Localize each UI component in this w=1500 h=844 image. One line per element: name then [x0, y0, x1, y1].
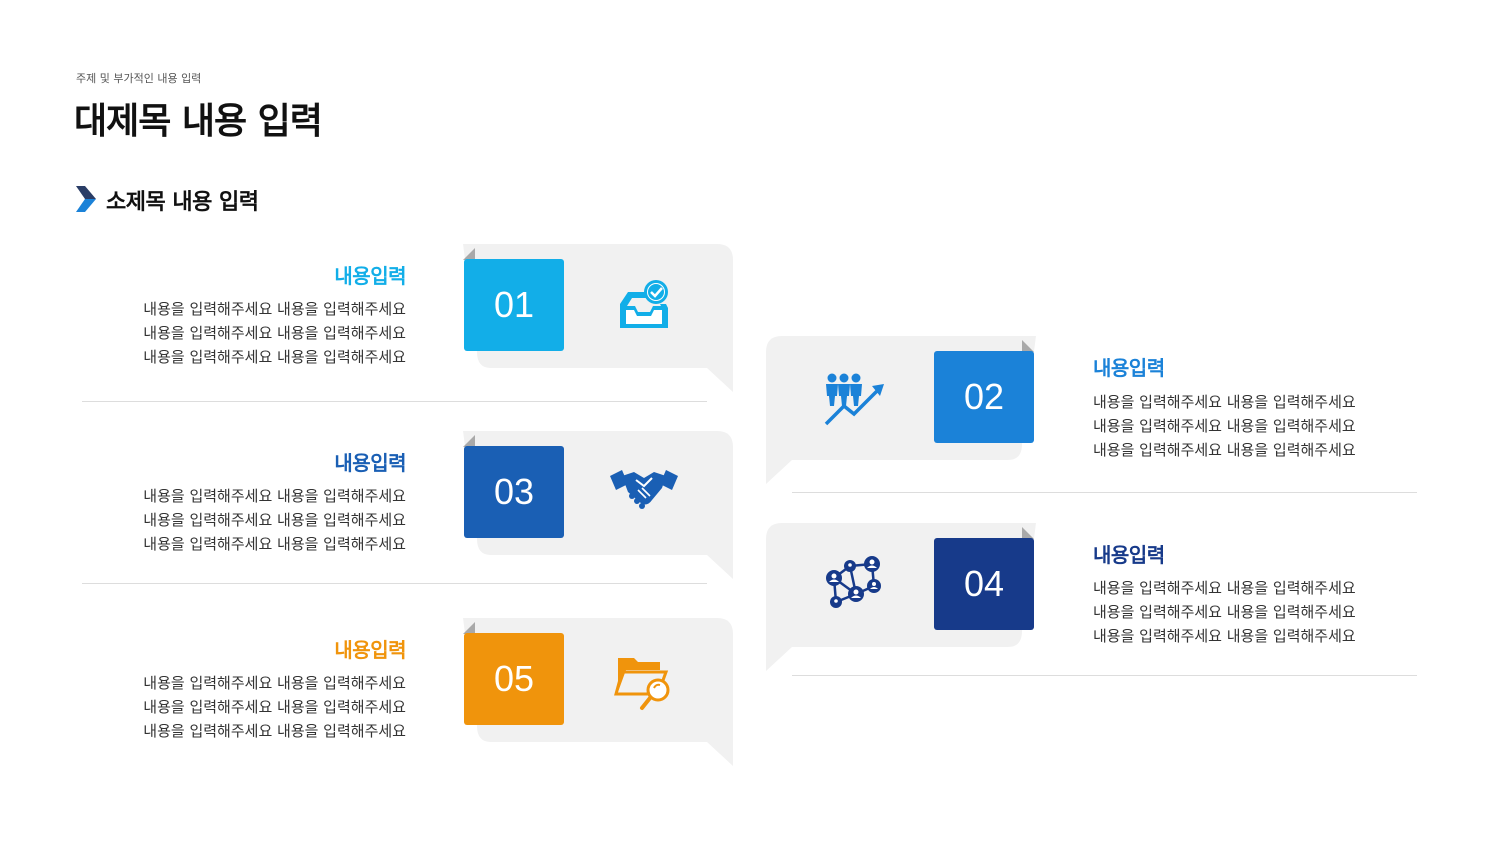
- supertitle: 주제 및 부가적인 내용 입력: [76, 72, 202, 85]
- section-subtitle: 소제목 내용 입력: [106, 190, 259, 215]
- number-badge-01: 01: [464, 259, 564, 351]
- number-badge-02: 02: [934, 351, 1034, 443]
- item-title-04: 내용입력: [1093, 543, 1165, 567]
- divider: [792, 675, 1417, 676]
- number-badge-04: 04: [934, 538, 1034, 630]
- item-title-05: 내용입력: [334, 638, 406, 662]
- number-badge-03: 03: [464, 446, 564, 538]
- divider: [82, 583, 707, 584]
- folder-search-icon: [614, 658, 670, 710]
- inbox-check-icon: [620, 280, 668, 328]
- number-badge-05: 05: [464, 633, 564, 725]
- network-people-icon: [826, 556, 881, 608]
- item-title-03: 내용입력: [334, 451, 406, 475]
- page-title: 대제목 내용 입력: [74, 101, 323, 142]
- chevron-right-icon: [76, 186, 96, 212]
- team-growth-icon: [824, 373, 884, 426]
- item-title-02: 내용입력: [1093, 356, 1165, 380]
- item-text-03: 내용을 입력해주세요 내용을 입력해주세요 내용을 입력해주세요 내용을 입력해…: [143, 487, 406, 553]
- item-text-04: 내용을 입력해주세요 내용을 입력해주세요 내용을 입력해주세요 내용을 입력해…: [1093, 579, 1356, 645]
- item-title-01: 내용입력: [334, 264, 406, 288]
- item-text-01: 내용을 입력해주세요 내용을 입력해주세요 내용을 입력해주세요 내용을 입력해…: [143, 300, 406, 366]
- divider: [792, 492, 1417, 493]
- item-text-02: 내용을 입력해주세요 내용을 입력해주세요 내용을 입력해주세요 내용을 입력해…: [1093, 393, 1356, 459]
- handshake-icon: [610, 470, 678, 509]
- divider: [82, 401, 707, 402]
- item-text-05: 내용을 입력해주세요 내용을 입력해주세요 내용을 입력해주세요 내용을 입력해…: [143, 674, 406, 740]
